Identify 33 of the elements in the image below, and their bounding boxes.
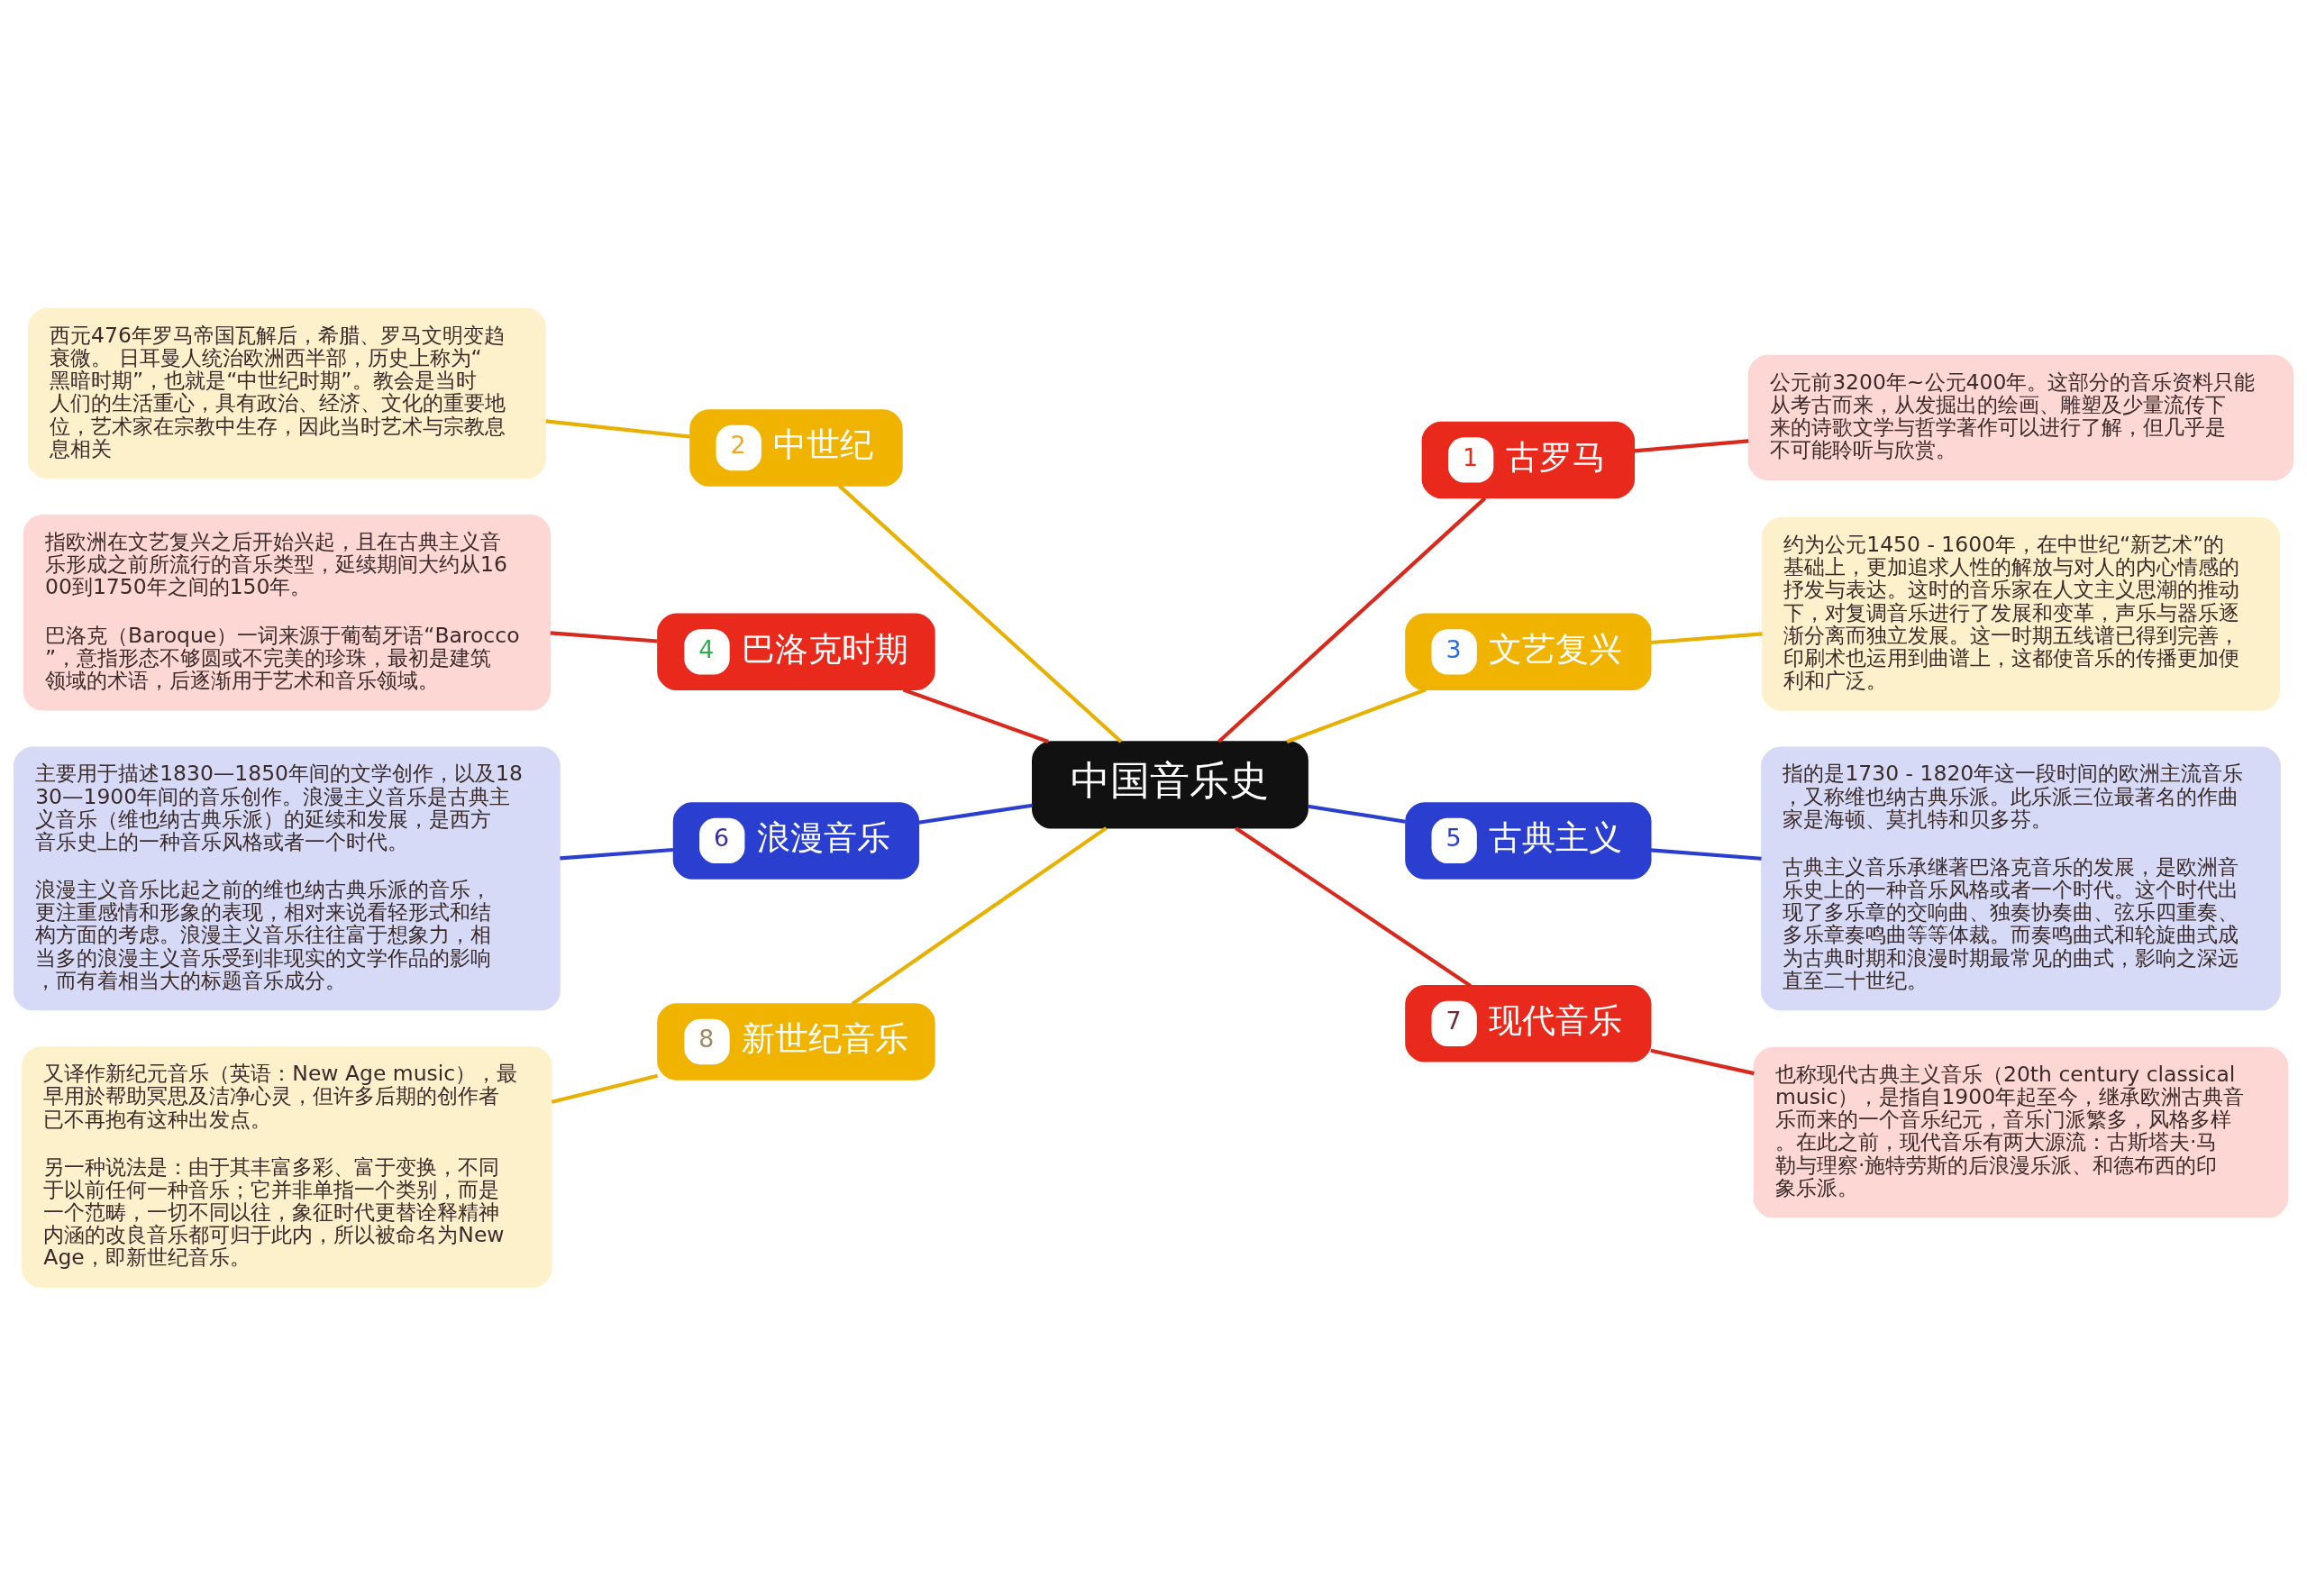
connector	[902, 688, 1049, 744]
connector	[1286, 688, 1427, 743]
node-box: 6 浪漫音乐	[672, 802, 920, 880]
node-box: 也称现代古典主义音乐（20th century classical music），是指自1900年起至今，继承欧洲古典音乐而来的一个音乐纪元，音乐门派繁多，风格多样。在此之前，现代音乐有两大源流：古斯塔夫·马勒与理察·施特劳斯的后浪漫乐派、和德布西的印象乐派。	[1753, 1046, 2289, 1218]
connector	[560, 847, 674, 861]
node-box: 公元前3200年~公元400年。这部分的音乐资料只能从考古而来，从发掘出的绘画、雕塑及少量流传下来的诗歌文学与哲学著作可以进行了解，但几乎是不可能聆听与欣赏。	[1747, 354, 2294, 481]
connector	[545, 419, 690, 439]
connector	[1235, 826, 1472, 988]
connector	[838, 484, 1123, 743]
node-box: 中国音乐史	[1032, 741, 1309, 829]
node-box: 5 古典主义	[1405, 802, 1652, 880]
node-box: 指欧洲在文艺复兴之后开始兴起，且在古典主义音乐形成之前所流行的音乐类型，延续期间大约从1600到1750年之间的150年。 巴洛克（Baroque）一词来源于葡萄牙语“Barocco”，意指形态不够圆或不完美的珍珠，最初是建筑领域的术语，后逐渐用于艺术和音乐领域。	[23, 515, 551, 711]
node-box: 指的是1730 - 1820年这一段时间的欧洲主流音乐，又称维也纳古典乐派。此乐派三位最著名的作曲家是海顿、莫扎特和贝多芬。 古典主义音乐承继著巴洛克音乐的发展，是欧洲音乐史上的一种音乐风格或者一个时代。这个时代出现了多乐章的交响曲、独奏协奏曲、弦乐四重奏、多乐章奏鸣曲等等体裁。而奏鸣曲式和轮旋曲式成为古典时期和浪漫时期最常见的曲式，影响之深远直至二十世纪。	[1761, 746, 2281, 1011]
connector	[1650, 1048, 1755, 1076]
connector	[1650, 632, 1763, 645]
node-box: 主要用于描述1830—1850年间的文学创作，以及1830—1900年间的音乐创作。浪漫主义音乐是古典主义音乐（维也纳古典乐派）的延续和发展，是西方音乐史上的一种音乐风格或者一个时代。 浪漫主义音乐比起之前的维也纳古典乐派的音乐，更注重感情和形象的表现，相对来说看轻形式和结构方面的考虑。浪漫主义音乐往往富于想象力，相当多的浪漫主义音乐受到非现实的文学作品的影响，而有着相当大的标题音乐成分。	[13, 746, 561, 1011]
connector	[1650, 848, 1762, 861]
node-box: 4 巴洛克时期	[657, 613, 935, 691]
node-box: 西元476年罗马帝国瓦解后，希腊、罗马文明变趋衰微。 日耳曼人统治欧洲西半部，历史上称为“黑暗时期”，也就是“中世纪时期”。教会是当时人们的生活重心，具有政治、经济、文化的重要地位，艺术家在宗教中生存，因此当时艺术与宗教息息相关	[27, 307, 546, 479]
connector	[551, 1073, 659, 1104]
connector	[851, 826, 1108, 1006]
connector	[1217, 497, 1487, 743]
connector	[1634, 439, 1749, 453]
node-box: 7 现代音乐	[1405, 985, 1652, 1062]
node-box: 1 古罗马	[1421, 421, 1636, 499]
node-box: 2 中世纪	[689, 409, 903, 487]
connector	[1308, 804, 1406, 824]
connector	[918, 803, 1033, 825]
node-box: 3 文艺复兴	[1405, 613, 1652, 691]
connector	[550, 631, 658, 643]
node-box: 又译作新纪元音乐（英语：New Age music），最早用於帮助冥思及洁净心灵，但许多后期的创作者已不再抱有这种出发点。 另一种说法是：由于其丰富多彩、富于变换，不同于以前任何一种音乐；它并非单指一个类别，而是一个范畴，一切不同以往，象征时代更替诠释精神内涵的改良音乐都可归于此内，所以被命名为New Age，即新世纪音乐。	[22, 1046, 552, 1288]
node-box: 8 新世纪音乐	[657, 1003, 935, 1081]
node-box: 约为公元1450 - 1600年，在中世纪“新艺术”的基础上，更加追求人性的解放与对人的内心情感的抒发与表达。这时的音乐家在人文主义思潮的推动下，对复调音乐进行了发展和变革，声乐与器乐逐渐分离而独立发展。这一时期五线谱已得到完善，印刷术也运用到曲谱上，这都使音乐的传播更加便利和广泛。	[1761, 517, 2281, 711]
